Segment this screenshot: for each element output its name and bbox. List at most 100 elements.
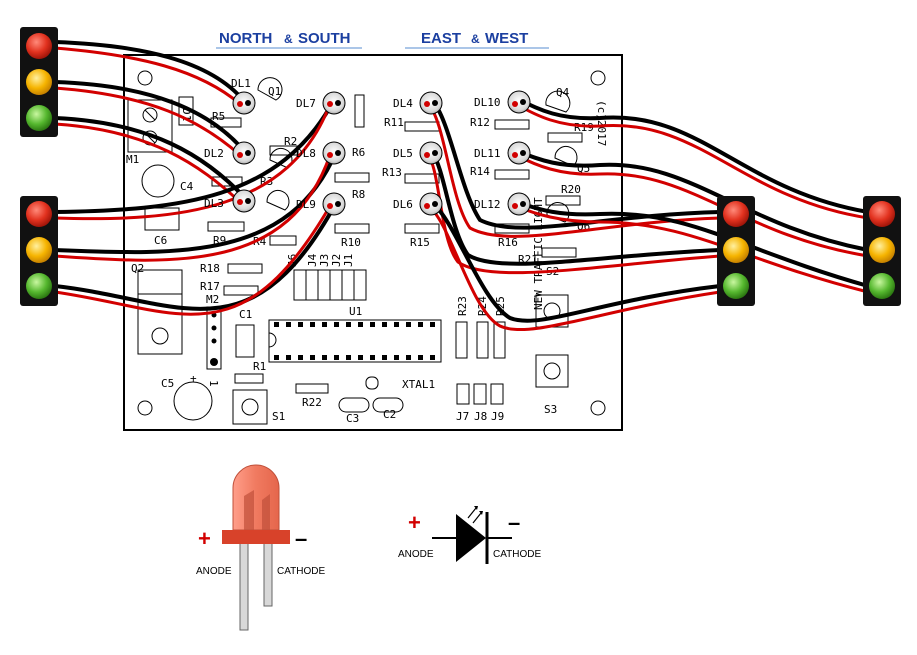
header-east-west: EAST & WEST <box>405 30 549 49</box>
svg-text:J1: J1 <box>342 254 355 267</box>
svg-text:C1: C1 <box>239 308 252 321</box>
symbol-minus-sign: – <box>508 510 520 535</box>
svg-text:+: + <box>190 372 197 385</box>
svg-text:J9: J9 <box>491 410 504 423</box>
svg-text:M2: M2 <box>206 293 219 306</box>
svg-text:DL6: DL6 <box>393 198 413 211</box>
svg-text:DL10: DL10 <box>474 96 501 109</box>
svg-text:C2: C2 <box>383 408 396 421</box>
led-dl3 <box>232 189 256 213</box>
wiring <box>53 40 870 332</box>
header-west: WEST <box>485 30 528 47</box>
led-dl10 <box>507 90 531 114</box>
svg-text:(c)2017: (c)2017 <box>595 100 608 146</box>
svg-text:R8: R8 <box>352 188 365 201</box>
traffic-light-ns-2 <box>20 196 58 306</box>
svg-text:C6: C6 <box>154 234 167 247</box>
svg-text:J2: J2 <box>330 254 343 267</box>
svg-text:R6: R6 <box>352 146 365 159</box>
led-dl7 <box>322 91 346 115</box>
led-dl12 <box>507 192 531 216</box>
svg-text:DL8: DL8 <box>296 147 316 160</box>
svg-text:J8: J8 <box>474 410 487 423</box>
svg-text:1: 1 <box>207 380 220 387</box>
svg-text:C5: C5 <box>161 377 174 390</box>
svg-text:S3: S3 <box>544 403 557 416</box>
svg-text:R15: R15 <box>410 236 430 249</box>
svg-text:DL2: DL2 <box>204 147 224 160</box>
svg-text:R14: R14 <box>470 165 490 178</box>
svg-text:Q4: Q4 <box>556 86 570 99</box>
ic-u1: U1 <box>268 305 442 363</box>
svg-text:M1: M1 <box>126 153 139 166</box>
led-dl1 <box>232 91 256 115</box>
regulator: Q2 <box>131 262 183 355</box>
led-schematic-symbol: + – ANODE CATHODE <box>398 506 541 564</box>
led-dl4 <box>419 91 443 115</box>
svg-text:DL12: DL12 <box>474 198 501 211</box>
svg-text:R11: R11 <box>384 116 404 129</box>
header-north: NORTH <box>219 30 272 47</box>
svg-text:DL5: DL5 <box>393 147 413 160</box>
header-amp-2: & <box>471 32 480 46</box>
svg-text:DL3: DL3 <box>204 197 224 210</box>
jumpers-j1-j6 <box>293 269 367 301</box>
switch-s1 <box>232 389 268 425</box>
led-dl8 <box>322 141 346 165</box>
led-dl11 <box>507 141 531 165</box>
svg-text:R18: R18 <box>200 262 220 275</box>
svg-text:DL1: DL1 <box>231 77 251 90</box>
svg-text:R12: R12 <box>470 116 490 129</box>
svg-text:Q1: Q1 <box>268 85 281 98</box>
symbol-cathode-label: CATHODE <box>493 549 541 560</box>
svg-text:DL7: DL7 <box>296 97 316 110</box>
svg-text:DL4: DL4 <box>393 97 413 110</box>
led-labels: DL1 DL2 DL3 DL7 DL8 DL9 DL4 DL5 DL6 DL10… <box>204 77 501 211</box>
svg-text:DL11: DL11 <box>474 147 501 160</box>
header-north-south: NORTH & SOUTH <box>216 30 362 49</box>
svg-text:R17: R17 <box>200 280 220 293</box>
header-south: SOUTH <box>298 30 351 47</box>
resistor-labels: R5 R2 R3 R9 R4 R18 R17 R6 R8 R10 R11 R13… <box>200 110 594 293</box>
svg-text:R23: R23 <box>456 296 469 316</box>
svg-text:R20: R20 <box>561 183 581 196</box>
svg-text:J7: J7 <box>456 410 469 423</box>
led-dl5 <box>419 141 443 165</box>
led-dl9 <box>322 192 346 216</box>
svg-text:R13: R13 <box>382 166 402 179</box>
board-leds <box>232 90 531 216</box>
cathode-label: CATHODE <box>277 566 325 577</box>
header-amp: & <box>284 32 293 46</box>
traffic-light-ns-1 <box>20 27 58 137</box>
svg-text:J3: J3 <box>318 254 331 267</box>
led-polarity-illustration: + – ANODE CATHODE <box>196 464 325 631</box>
header-east: EAST <box>421 30 461 47</box>
symbol-plus-sign: + <box>408 510 421 535</box>
anode-plus-sign: + <box>198 526 211 551</box>
cathode-minus-sign: – <box>295 526 307 551</box>
traffic-light-ew-1 <box>717 196 755 306</box>
svg-text:U1: U1 <box>349 305 362 318</box>
svg-text:Q2: Q2 <box>131 262 144 275</box>
svg-text:J4: J4 <box>306 253 319 267</box>
svg-text:R22: R22 <box>302 396 322 409</box>
traffic-light-ew-2 <box>863 196 901 306</box>
led-dl6 <box>419 192 443 216</box>
svg-text:C4: C4 <box>180 180 194 193</box>
svg-text:R2: R2 <box>284 135 297 148</box>
svg-text:R1: R1 <box>253 360 266 373</box>
svg-text:DL9: DL9 <box>296 198 316 211</box>
anode-label: ANODE <box>196 566 232 577</box>
transistors <box>257 77 578 223</box>
symbol-anode-label: ANODE <box>398 549 434 560</box>
svg-text:R5: R5 <box>212 110 225 123</box>
svg-text:C3: C3 <box>346 412 359 425</box>
svg-text:R10: R10 <box>341 236 361 249</box>
resistor-bodies <box>207 94 583 296</box>
switch-s3 <box>535 354 569 388</box>
svg-text:XTAL1: XTAL1 <box>402 378 435 391</box>
svg-text:S1: S1 <box>272 410 285 423</box>
svg-text:R16: R16 <box>498 236 518 249</box>
led-dl2 <box>232 141 256 165</box>
